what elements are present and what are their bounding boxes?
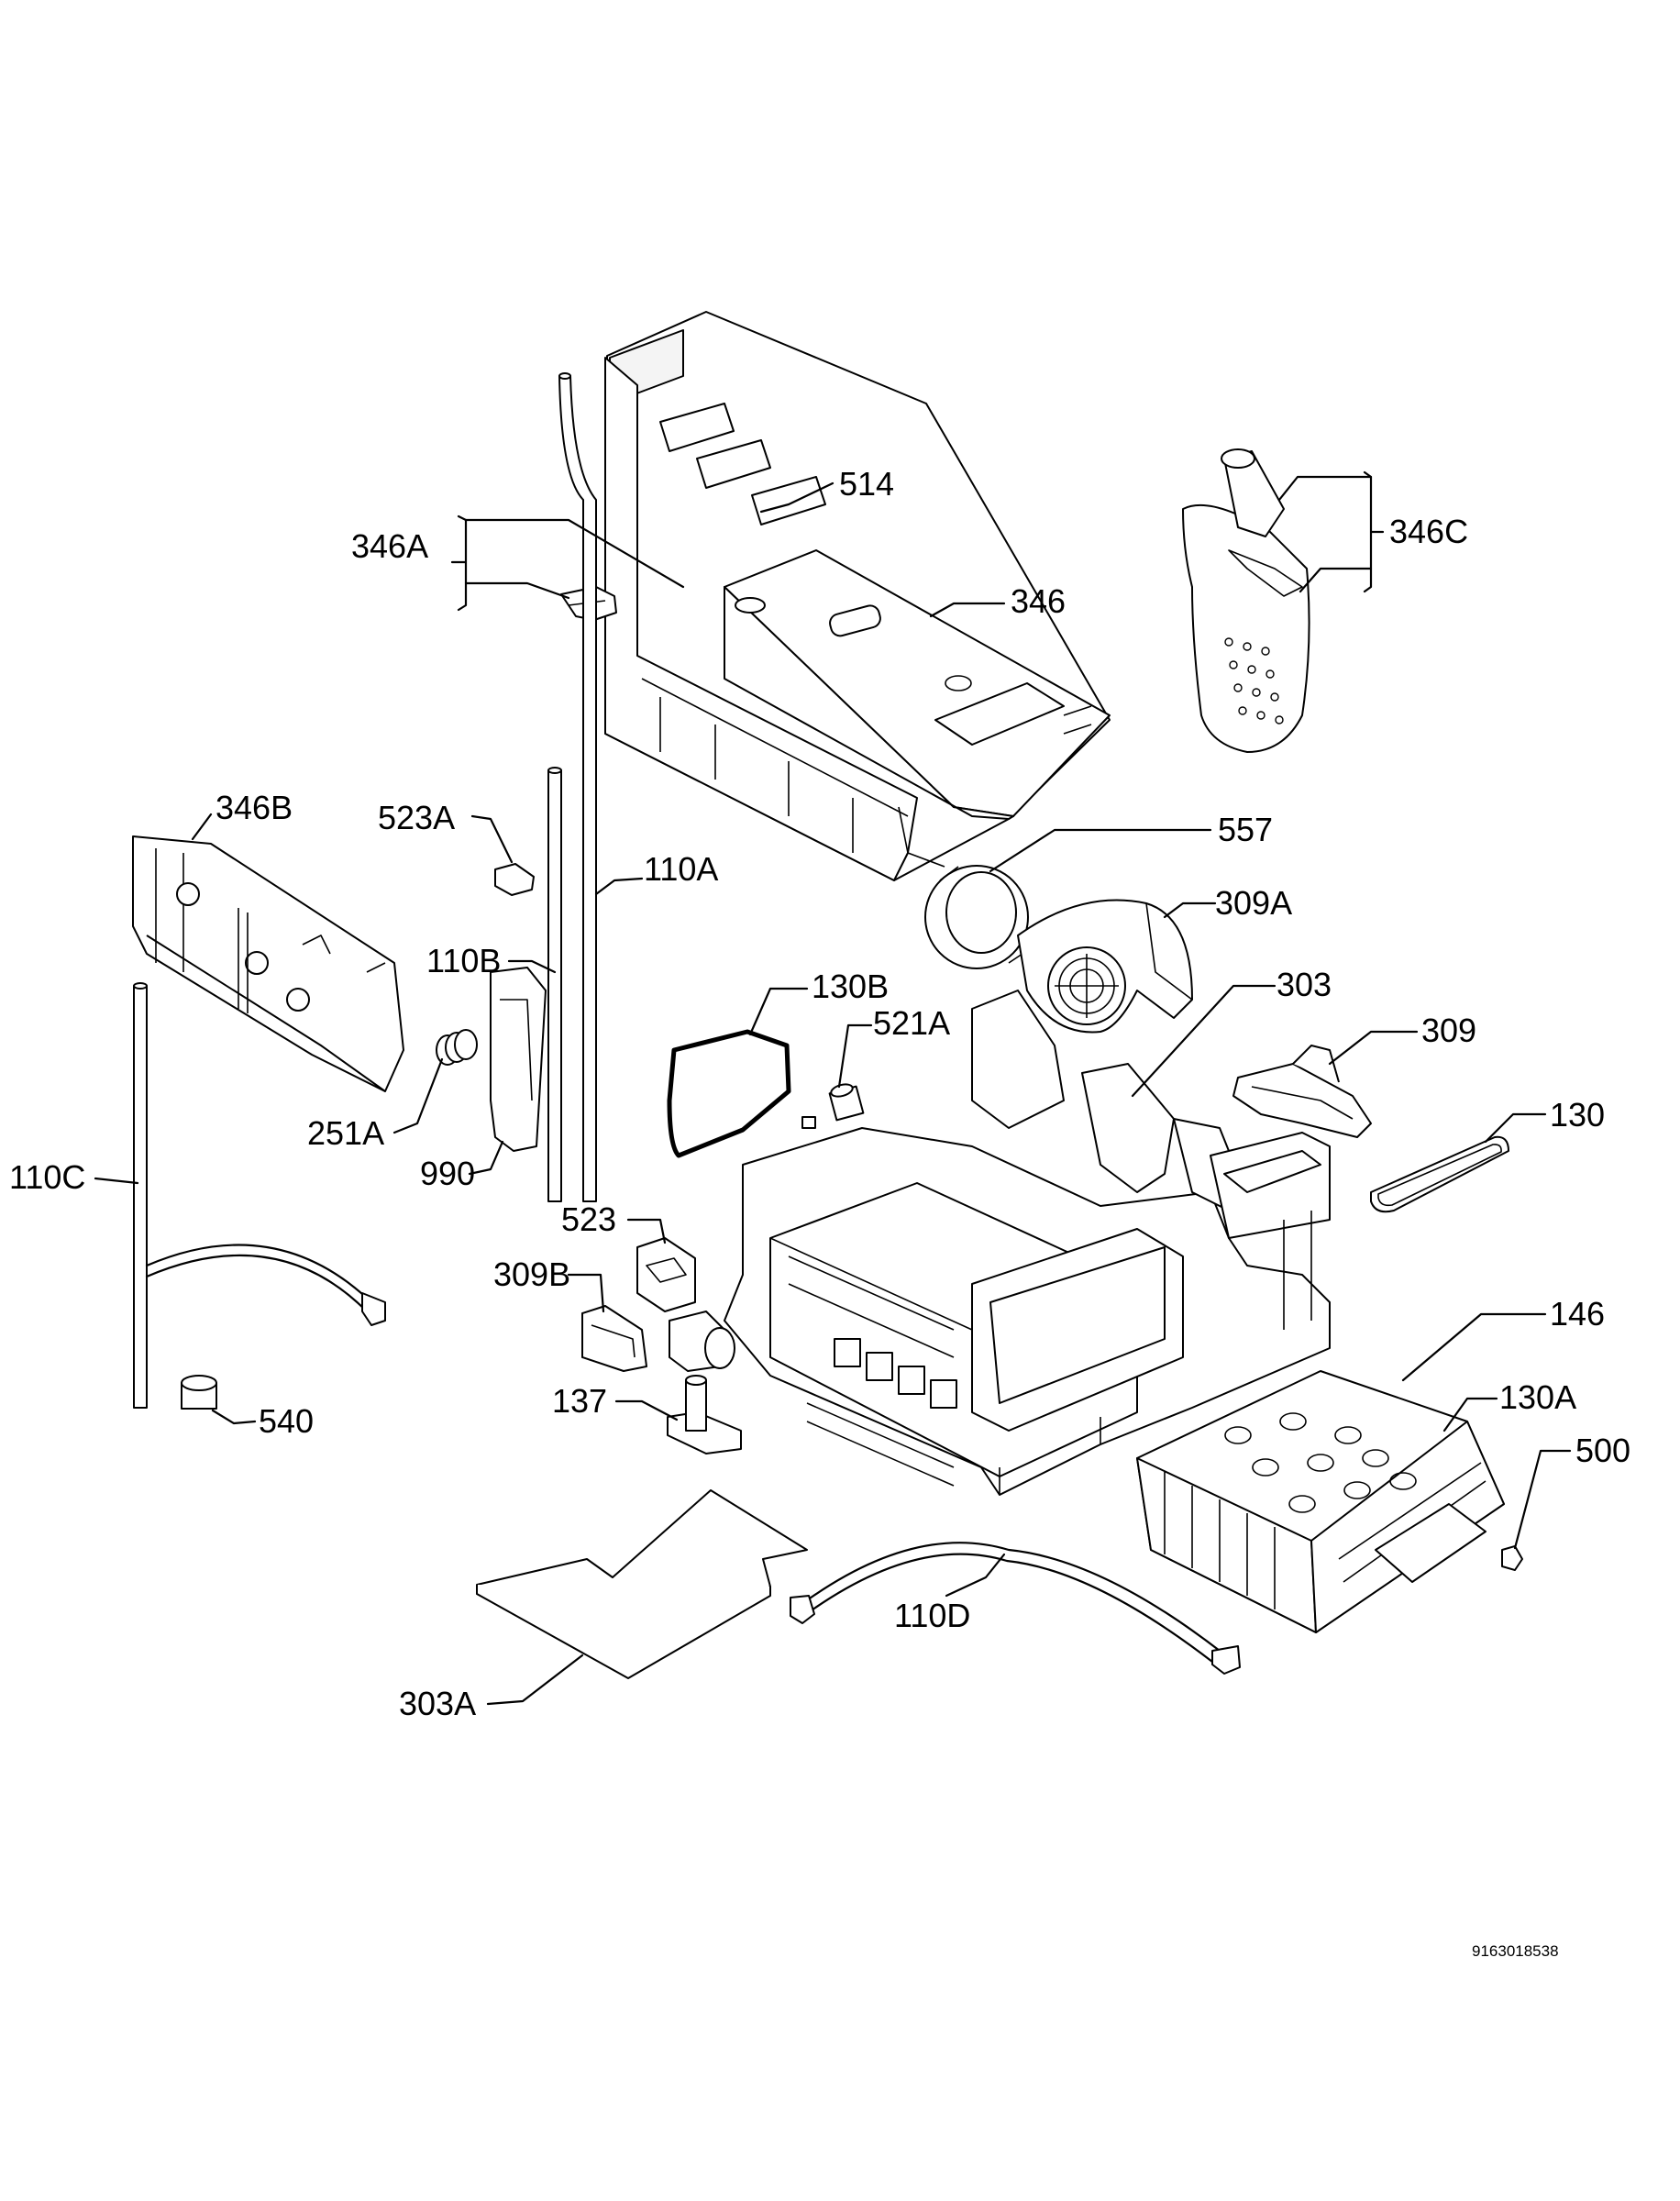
part-303-drawing [724, 990, 1331, 1496]
label-130: 130 [1550, 1096, 1605, 1134]
label-309: 309 [1421, 1012, 1476, 1049]
leader-110B [507, 959, 557, 974]
part-540-drawing [181, 1375, 217, 1410]
part-309-drawing [1232, 1045, 1372, 1138]
leader-110A [594, 877, 644, 896]
leader-523A [470, 814, 514, 864]
part-346B-drawing [132, 835, 404, 1092]
leader-521A [837, 1023, 873, 1089]
part-303A-drawing [476, 1489, 808, 1679]
leader-110C [94, 1177, 139, 1185]
label-521A: 521A [873, 1004, 950, 1042]
part-346C-drawing [1182, 448, 1310, 753]
part-146-drawing [1136, 1370, 1505, 1633]
label-990: 990 [420, 1155, 475, 1192]
label-137: 137 [552, 1382, 607, 1420]
label-309B: 309B [493, 1255, 570, 1293]
leader-309A [1163, 901, 1217, 919]
leader-514 [759, 481, 834, 514]
part-130-drawing [1370, 1135, 1509, 1213]
label-110C: 110C [9, 1158, 85, 1196]
leader-990 [468, 1140, 504, 1176]
label-346: 346 [1011, 582, 1066, 620]
part-110B-drawing [547, 767, 562, 1202]
leader-346A-upper [464, 518, 685, 589]
leader-110D [945, 1553, 1006, 1598]
label-251A: 251A [307, 1114, 384, 1152]
part-309B-drawing [581, 1305, 735, 1372]
leader-346 [929, 602, 1006, 618]
label-146: 146 [1550, 1295, 1605, 1333]
label-130A: 130A [1499, 1378, 1576, 1416]
label-514: 514 [839, 465, 894, 503]
part-309A-drawing [1017, 899, 1193, 1034]
label-110D: 110D [894, 1597, 970, 1634]
leader-146 [1401, 1312, 1547, 1382]
part-110C-drawing [133, 982, 386, 1409]
leader-130A [1442, 1397, 1498, 1432]
label-303A: 303A [399, 1685, 476, 1722]
part-137-drawing [667, 1375, 742, 1454]
part-523-drawing [636, 1237, 696, 1312]
leader-540 [211, 1409, 257, 1425]
bracket-346C [1363, 470, 1385, 593]
leader-523 [626, 1218, 667, 1244]
part-146-holes [1224, 1412, 1417, 1513]
part-346-drawing [604, 311, 1111, 881]
label-346C: 346C [1389, 513, 1468, 550]
leader-303 [1131, 984, 1277, 1098]
leader-346C-lower [1299, 567, 1373, 593]
label-500: 500 [1575, 1432, 1630, 1469]
part-990-drawing [490, 967, 547, 1152]
leader-346A-lower [464, 581, 570, 600]
part-labels: 514 346A 346 346C 346B 523A 110A 557 309… [9, 465, 1630, 1722]
part-523A-drawing [494, 863, 535, 896]
leader-303A [486, 1654, 584, 1706]
label-540: 540 [259, 1402, 314, 1440]
part-346C-perforations [1224, 637, 1284, 724]
leader-251A [392, 1057, 444, 1134]
part-521A-drawing [828, 1083, 865, 1122]
bracket-346A [450, 514, 468, 612]
label-130B: 130B [812, 968, 889, 1005]
leader-130B [748, 987, 809, 1036]
leader-346C-upper [1277, 475, 1373, 502]
leader-137 [614, 1399, 679, 1421]
label-110B: 110B [426, 942, 501, 979]
part-500-drawing [1501, 1545, 1523, 1571]
leader-309B [567, 1273, 605, 1313]
leader-309 [1328, 1030, 1419, 1066]
document-id: 9163018538 [1472, 1942, 1559, 1960]
leader-346B [191, 813, 213, 841]
leader-130 [1484, 1112, 1547, 1144]
part-251A-drawing [436, 1029, 478, 1066]
part-110D-drawing [790, 1542, 1241, 1675]
label-309A: 309A [1215, 884, 1292, 922]
label-557: 557 [1218, 811, 1273, 848]
leader-500 [1513, 1449, 1572, 1550]
leader-557 [989, 828, 1212, 873]
label-110A: 110A [644, 850, 718, 888]
leader-lines [94, 470, 1572, 1706]
part-110A-drawing [558, 372, 597, 1202]
label-346B: 346B [216, 789, 293, 826]
label-523A: 523A [378, 799, 455, 836]
part-130B-drawing [667, 1029, 791, 1158]
label-523: 523 [561, 1200, 616, 1238]
label-346A: 346A [351, 527, 428, 565]
label-303: 303 [1277, 966, 1332, 1003]
part-557-drawing [924, 865, 1029, 969]
